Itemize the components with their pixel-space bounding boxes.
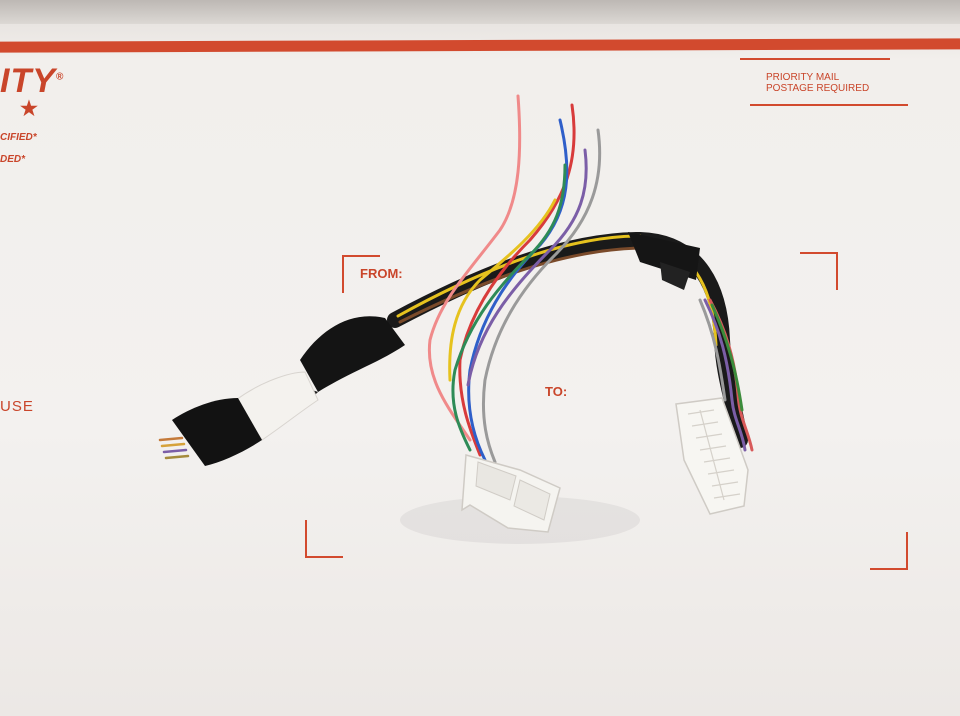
mailer-insured-text: DED* (0, 154, 26, 165)
right-tape-wrap (628, 232, 700, 280)
from-box-corner-tr (800, 252, 838, 290)
from-label: FROM: (360, 266, 403, 281)
to-box-corner-bl (305, 520, 343, 558)
right-tape-end (660, 262, 690, 290)
from-box-corner-tl (342, 255, 380, 293)
small-white-connector (461, 454, 561, 533)
postage-required-text: PRIORITY MAIL POSTAGE REQUIRED (766, 72, 870, 94)
to-label: TO: (545, 384, 568, 399)
mailer-star-icon: ★ (20, 98, 38, 120)
to-box-corner-br (870, 532, 908, 570)
mailer-certified-text: CIFIED* (0, 132, 37, 143)
mailer-use-text: USE (0, 398, 34, 415)
mailer-brand-text: ITY® (0, 62, 65, 100)
postage-box-top-line (740, 58, 890, 60)
white-tape-band (235, 371, 319, 441)
pigtail-wire-ends (158, 436, 190, 460)
loose-wires (427, 94, 602, 464)
postage-box-bottom-line (750, 104, 908, 106)
left-tape-wrap-upper (300, 316, 405, 392)
large-white-connector (675, 397, 749, 515)
box-top-edge (0, 0, 960, 24)
left-tape-wrap-lower (172, 398, 262, 466)
